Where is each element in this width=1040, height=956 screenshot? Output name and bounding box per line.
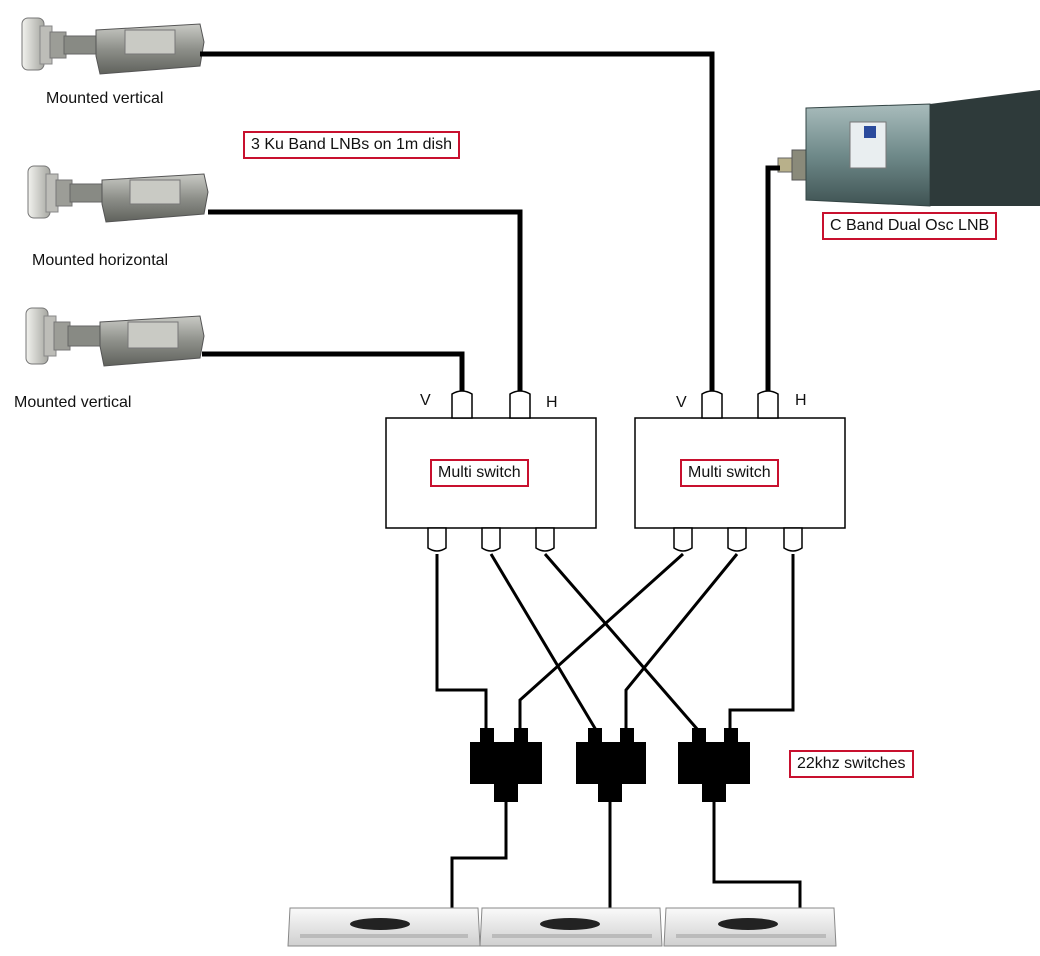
khz-switches-note: 22khz switches	[789, 750, 914, 778]
lnb3-label: Mounted vertical	[14, 394, 132, 411]
ms1-port-h-label: H	[546, 394, 558, 411]
multiswitch-1-label: Multi switch	[430, 459, 529, 487]
cable-lnb1	[200, 51, 715, 394]
cable-lnb2	[208, 209, 523, 394]
receiver-1	[287, 907, 481, 947]
switch-cables	[435, 552, 795, 731]
c-band-lnb	[777, 90, 1040, 207]
cable-c-band	[765, 165, 780, 394]
ku-lnb-1	[21, 17, 205, 75]
ms1-port-v-label: V	[420, 392, 431, 409]
ms2-port-h-label: H	[795, 392, 807, 409]
ku-lnb-2	[27, 165, 209, 223]
receiver-cables	[450, 802, 802, 910]
ku-lnb-3	[25, 307, 205, 367]
cable-lnb3	[202, 351, 465, 394]
khz-switch-1	[470, 728, 542, 802]
lnb1-label: Mounted vertical	[46, 90, 164, 107]
lnb2-label: Mounted horizontal	[32, 252, 169, 269]
c-band-note: C Band Dual Osc LNB	[822, 212, 998, 240]
lnb-cables	[200, 51, 780, 394]
ku-band-note: 3 Ku Band LNBs on 1m dish	[243, 131, 461, 159]
receiver-3	[663, 907, 837, 947]
ms2-port-v-label: V	[676, 394, 687, 411]
khz-switch-3	[678, 728, 750, 802]
receiver-2	[479, 907, 663, 947]
multiswitch-2-label: Multi switch	[680, 459, 779, 487]
khz-switch-2	[576, 728, 646, 802]
